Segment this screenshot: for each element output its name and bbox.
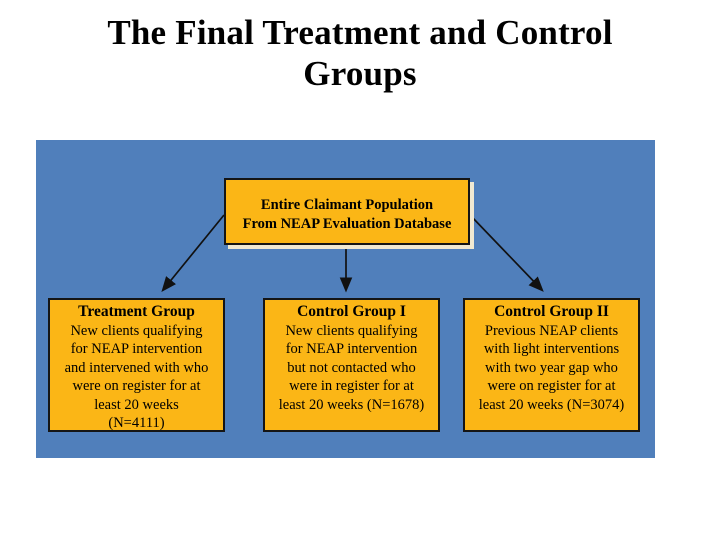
box-text-line: (N=4111) bbox=[108, 415, 165, 431]
top-box-line: Entire Claimant Population bbox=[260, 197, 434, 213]
box-text-line: were on register for at bbox=[72, 378, 201, 394]
box-text-line: but not contacted who bbox=[287, 359, 416, 376]
box-heading: Control Group II bbox=[494, 303, 609, 320]
arrow-to-control-group-2 bbox=[469, 214, 544, 292]
box-text-line: for NEAP intervention bbox=[70, 341, 203, 357]
box-text-line: least 20 weeks (N=3074) bbox=[478, 396, 625, 413]
connector-arrows bbox=[161, 214, 544, 293]
slide-title-line-1: The Final Treatment and Control bbox=[107, 13, 613, 52]
box-text-line: New clients qualifying bbox=[285, 322, 418, 339]
node-control-group-2: Control Group II Previous NEAP clients w… bbox=[463, 298, 640, 432]
node-control-group-1: Control Group I New clients qualifying f… bbox=[263, 298, 440, 432]
box-text-line: with light interventions bbox=[483, 341, 620, 357]
box-text-line: were in register for at bbox=[289, 378, 414, 394]
node-entire-claimant-population: Entire Claimant Population From NEAP Eva… bbox=[224, 178, 470, 245]
slide-title-line-2: Groups bbox=[303, 54, 417, 94]
box-text-line: least 20 weeks (N=1678) bbox=[278, 396, 425, 413]
node-treatment-group: Treatment Group New clients qualifying f… bbox=[48, 298, 225, 432]
box-text-line: for NEAP intervention bbox=[285, 341, 418, 357]
box-text-line: with two year gap who bbox=[485, 359, 618, 376]
box-text-line: New clients qualifying bbox=[70, 322, 203, 339]
diagram-panel: Entire Claimant Population From NEAP Eva… bbox=[36, 140, 655, 458]
box-text-line: and intervened with who bbox=[64, 359, 209, 376]
box-text-line: Previous NEAP clients bbox=[484, 322, 619, 339]
box-heading: Control Group I bbox=[297, 303, 406, 320]
box-heading: Treatment Group bbox=[78, 303, 195, 320]
box-text-line: least 20 weeks bbox=[94, 396, 179, 413]
box-text-line: were on register for at bbox=[487, 378, 616, 394]
arrow-to-treatment-group bbox=[161, 214, 225, 292]
top-box-line: From NEAP Evaluation Database bbox=[242, 216, 452, 232]
